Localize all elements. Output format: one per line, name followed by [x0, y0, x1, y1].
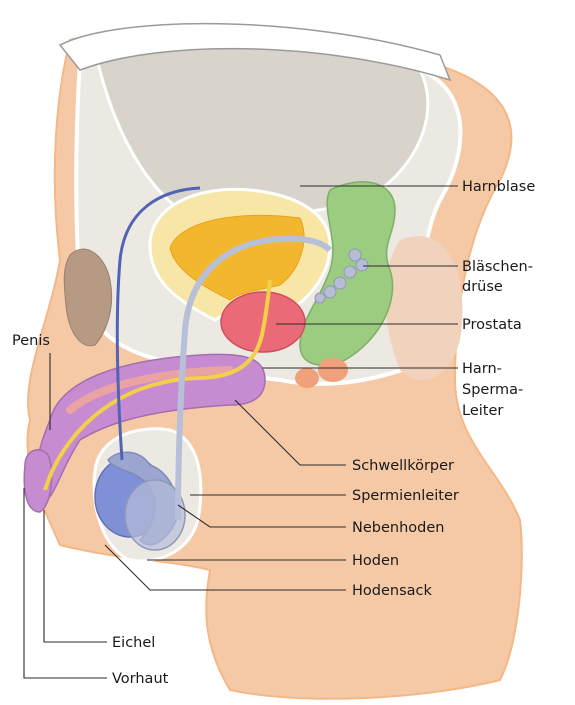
- label-blaeschendruese-line2: drüse: [462, 279, 503, 295]
- label-schwellkoerper: Schwellkörper: [352, 458, 454, 474]
- label-vorhaut: Vorhaut: [112, 671, 169, 687]
- label-prostata: Prostata: [462, 317, 522, 333]
- label-hodensack: Hodensack: [352, 583, 433, 599]
- label-spermienleiter: Spermienleiter: [352, 488, 459, 504]
- label-harn-line3: Leiter: [462, 403, 503, 419]
- label-nebenhoden: Nebenhoden: [352, 520, 444, 536]
- label-hoden: Hoden: [352, 553, 399, 569]
- label-eichel: Eichel: [112, 635, 155, 651]
- label-blaeschendruese-line1: Bläschen-: [462, 259, 533, 275]
- label-harnblase: Harnblase: [462, 179, 535, 195]
- anus-section: [295, 368, 319, 388]
- label-harn-line2: Sperma-: [462, 382, 523, 398]
- rectum-section: [318, 358, 348, 382]
- label-penis: Penis: [12, 333, 50, 349]
- gluteal-region: [385, 236, 463, 380]
- label-harn-line1: Harn-: [462, 361, 502, 377]
